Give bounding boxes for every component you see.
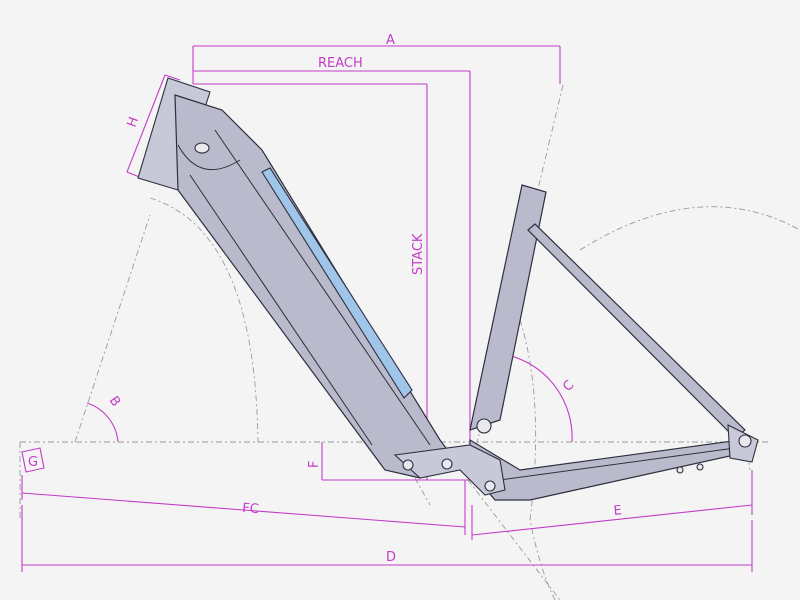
label-stack: STACK bbox=[411, 233, 426, 275]
label-fc: FC bbox=[242, 501, 260, 517]
bb-hole-3 bbox=[484, 480, 496, 492]
label-h: H bbox=[125, 115, 142, 129]
bb-hole-2 bbox=[441, 458, 453, 470]
bike-frame bbox=[137, 77, 759, 501]
seat-tube bbox=[469, 184, 547, 431]
dimension-lines bbox=[21, 45, 753, 572]
label-b: B bbox=[106, 394, 123, 410]
label-reach: REACH bbox=[318, 56, 363, 71]
head-badge bbox=[194, 142, 210, 154]
chain-stay bbox=[469, 438, 749, 501]
seat-clamp-hole bbox=[476, 418, 492, 434]
label-c: C bbox=[560, 378, 577, 395]
label-g: G bbox=[28, 455, 38, 470]
battery-window bbox=[261, 167, 413, 399]
dropout-bolt-1 bbox=[676, 466, 684, 474]
seat-stay bbox=[527, 223, 746, 439]
label-d: D bbox=[386, 550, 396, 565]
bb-hole-1 bbox=[402, 459, 414, 471]
dropout-bolt-2 bbox=[696, 463, 704, 471]
label-f: F bbox=[307, 461, 322, 468]
motor-mount bbox=[393, 444, 506, 496]
label-e: E bbox=[613, 503, 623, 519]
rear-axle bbox=[738, 434, 752, 448]
label-a: A bbox=[386, 33, 395, 48]
